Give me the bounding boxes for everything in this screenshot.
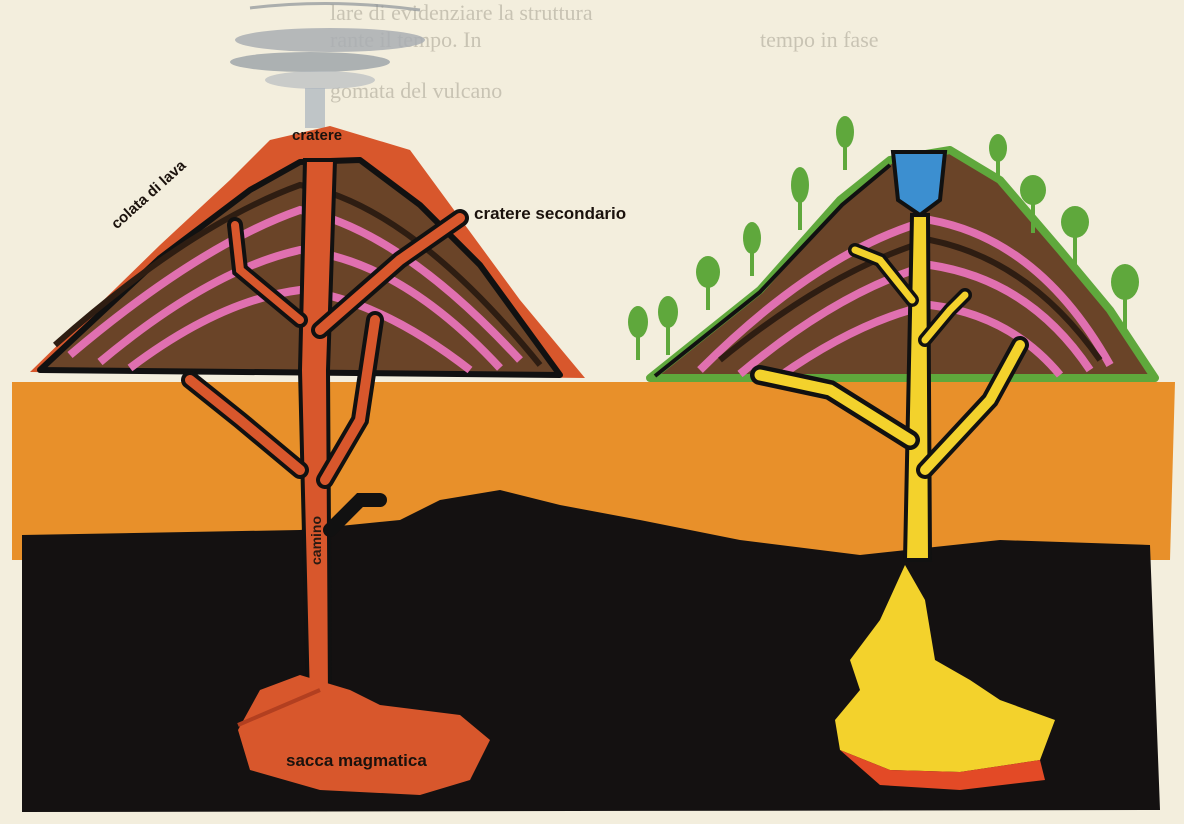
smoke-plume xyxy=(230,3,425,128)
label-sacca-magmatica: sacca magmatica xyxy=(286,751,427,771)
label-camino: camino xyxy=(308,516,324,565)
label-cratere: cratere xyxy=(292,127,342,144)
label-cratere-secondario: cratere secondario xyxy=(474,204,626,224)
